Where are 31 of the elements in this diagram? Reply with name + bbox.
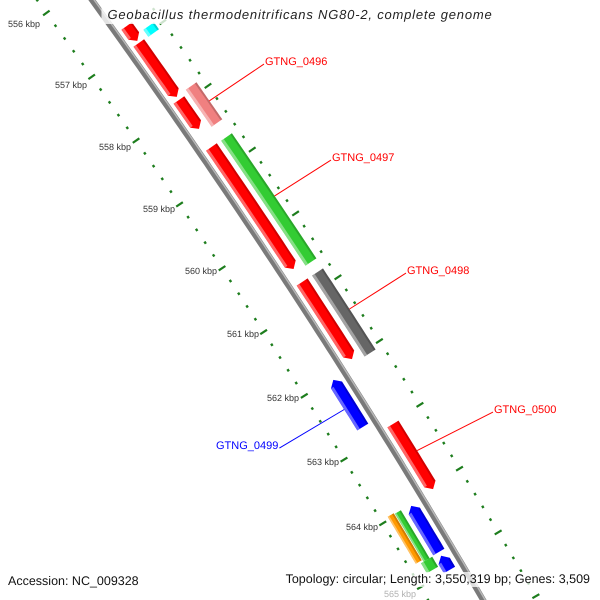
leader-line (208, 64, 264, 102)
gene-feature (206, 143, 296, 269)
scale-label: 562 kbp (267, 392, 300, 404)
scale-label: 559 kbp (143, 203, 176, 215)
gene-feature (331, 380, 368, 430)
genome-info-label: Topology: circular; Length: 3,550,319 bp; Genes: 3,509 (284, 572, 592, 587)
gene-feature (134, 39, 179, 97)
scale-label: 561 kbp (227, 328, 260, 340)
gene-label: GTNG_0496 (265, 55, 328, 69)
scale-label: 560 kbp (185, 265, 218, 277)
scale-label: 563 kbp (307, 456, 340, 468)
leader-line (416, 412, 494, 452)
gene-feature (388, 513, 422, 564)
gene-label: GTNG_0499 (216, 439, 278, 453)
gene-label: GTNG_0500 (494, 403, 556, 417)
gene-feature (421, 556, 438, 574)
scale-label: 565 kbp (384, 588, 416, 600)
scale-label: 558 kbp (99, 141, 132, 153)
leader-line (274, 160, 332, 196)
scale-label: 556 kbp (8, 18, 40, 30)
leader-line (278, 409, 345, 449)
accession-label: Accession: NC_009328 (6, 574, 141, 589)
gene-feature (387, 420, 436, 490)
gene-feature (438, 556, 456, 574)
gene-label: GTNG_0497 (332, 151, 394, 165)
gene-feature (296, 278, 354, 360)
scale-label: 557 kbp (55, 79, 88, 91)
gene-feature (174, 96, 201, 129)
leader-line (349, 272, 406, 310)
gene-label: GTNG_0498 (407, 264, 470, 278)
scale-label: 564 kbp (346, 521, 378, 533)
